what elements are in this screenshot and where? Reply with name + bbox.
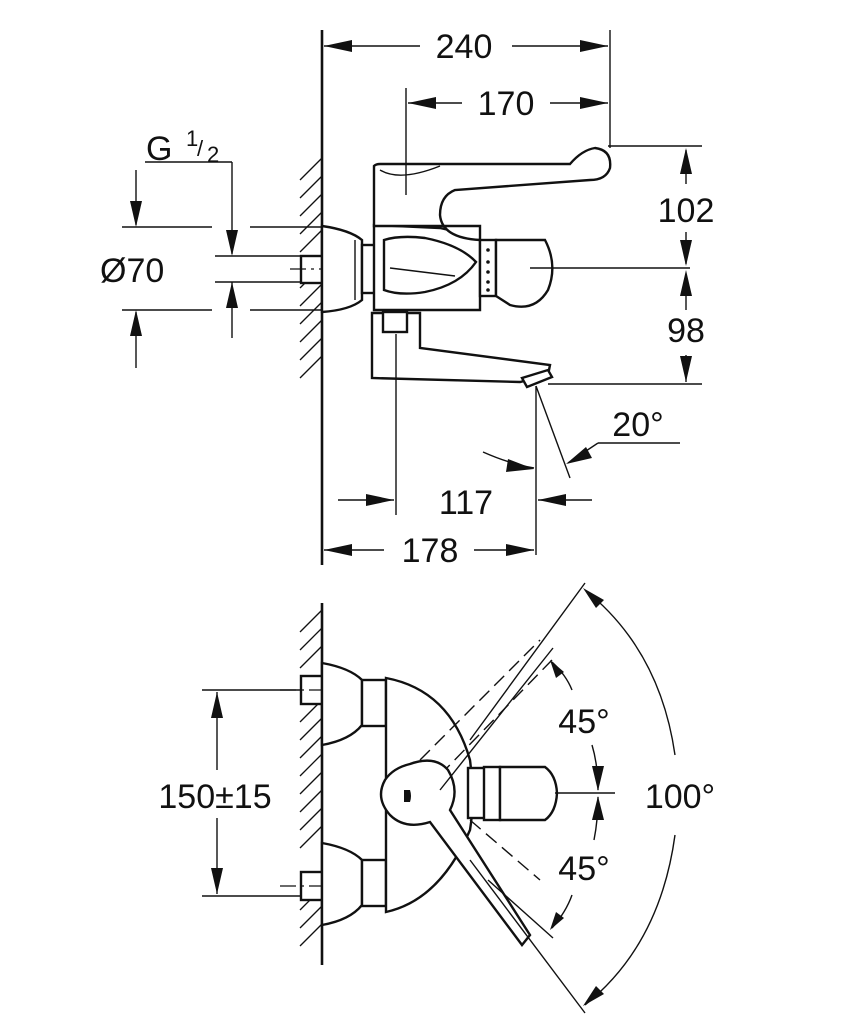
dim-swing-lower: 45° bbox=[558, 850, 609, 888]
temperature-ring-top bbox=[482, 765, 502, 822]
wall-side bbox=[299, 30, 324, 565]
side-view: 240 170 102 98 G bbox=[100, 28, 714, 570]
thread-denominator: 2 bbox=[207, 142, 219, 167]
dimension-spout: 117 178 20° bbox=[324, 334, 680, 570]
dimension-inlet-spacing: 150±15 bbox=[158, 689, 300, 897]
aerator bbox=[520, 368, 554, 389]
dim-overall-depth: 240 bbox=[436, 28, 493, 66]
lever-handle-side bbox=[372, 146, 612, 242]
escutcheon-upper bbox=[320, 661, 364, 747]
dim-lever-reach: 170 bbox=[478, 85, 535, 123]
cartridge-cone bbox=[382, 235, 478, 295]
wall-hatching bbox=[299, 157, 323, 379]
dimension-170: 170 bbox=[405, 85, 608, 195]
thread-slash: / bbox=[197, 136, 204, 161]
thermostat-knob-side bbox=[494, 238, 554, 308]
dim-swing-total: 100° bbox=[645, 778, 715, 816]
escutcheon bbox=[320, 224, 364, 314]
dimension-swing-angles: 100° 45° 45° bbox=[439, 582, 715, 1014]
dim-inlet-spacing: 150±15 bbox=[158, 778, 271, 816]
dim-escutcheon-diameter: Ø70 bbox=[100, 252, 164, 290]
temperature-scale-marks bbox=[486, 248, 490, 292]
dim-spout-reach: 178 bbox=[402, 532, 459, 570]
dim-spout-angle: 20° bbox=[612, 406, 663, 444]
dimension-240: 240 bbox=[324, 28, 611, 148]
dim-swing-upper: 45° bbox=[558, 703, 609, 741]
lever-alt-positions bbox=[419, 639, 553, 881]
dim-lever-height: 102 bbox=[658, 192, 715, 230]
dimension-inlet: G 1 / 2 Ø70 bbox=[100, 126, 322, 368]
lever-hub-mark bbox=[404, 790, 411, 802]
thermostat-knob-top bbox=[498, 765, 559, 822]
wall-top bbox=[299, 603, 324, 965]
dim-spout-height: 98 bbox=[667, 312, 705, 350]
dimension-heights: 102 98 bbox=[548, 145, 715, 385]
escutcheon-lower bbox=[320, 841, 364, 927]
lever-handle-top bbox=[379, 759, 532, 947]
dim-spout-projection: 117 bbox=[439, 484, 493, 522]
top-view: 150±15 100° 45° 45° bbox=[158, 582, 715, 1014]
thread-numerator: 1 bbox=[186, 126, 198, 151]
